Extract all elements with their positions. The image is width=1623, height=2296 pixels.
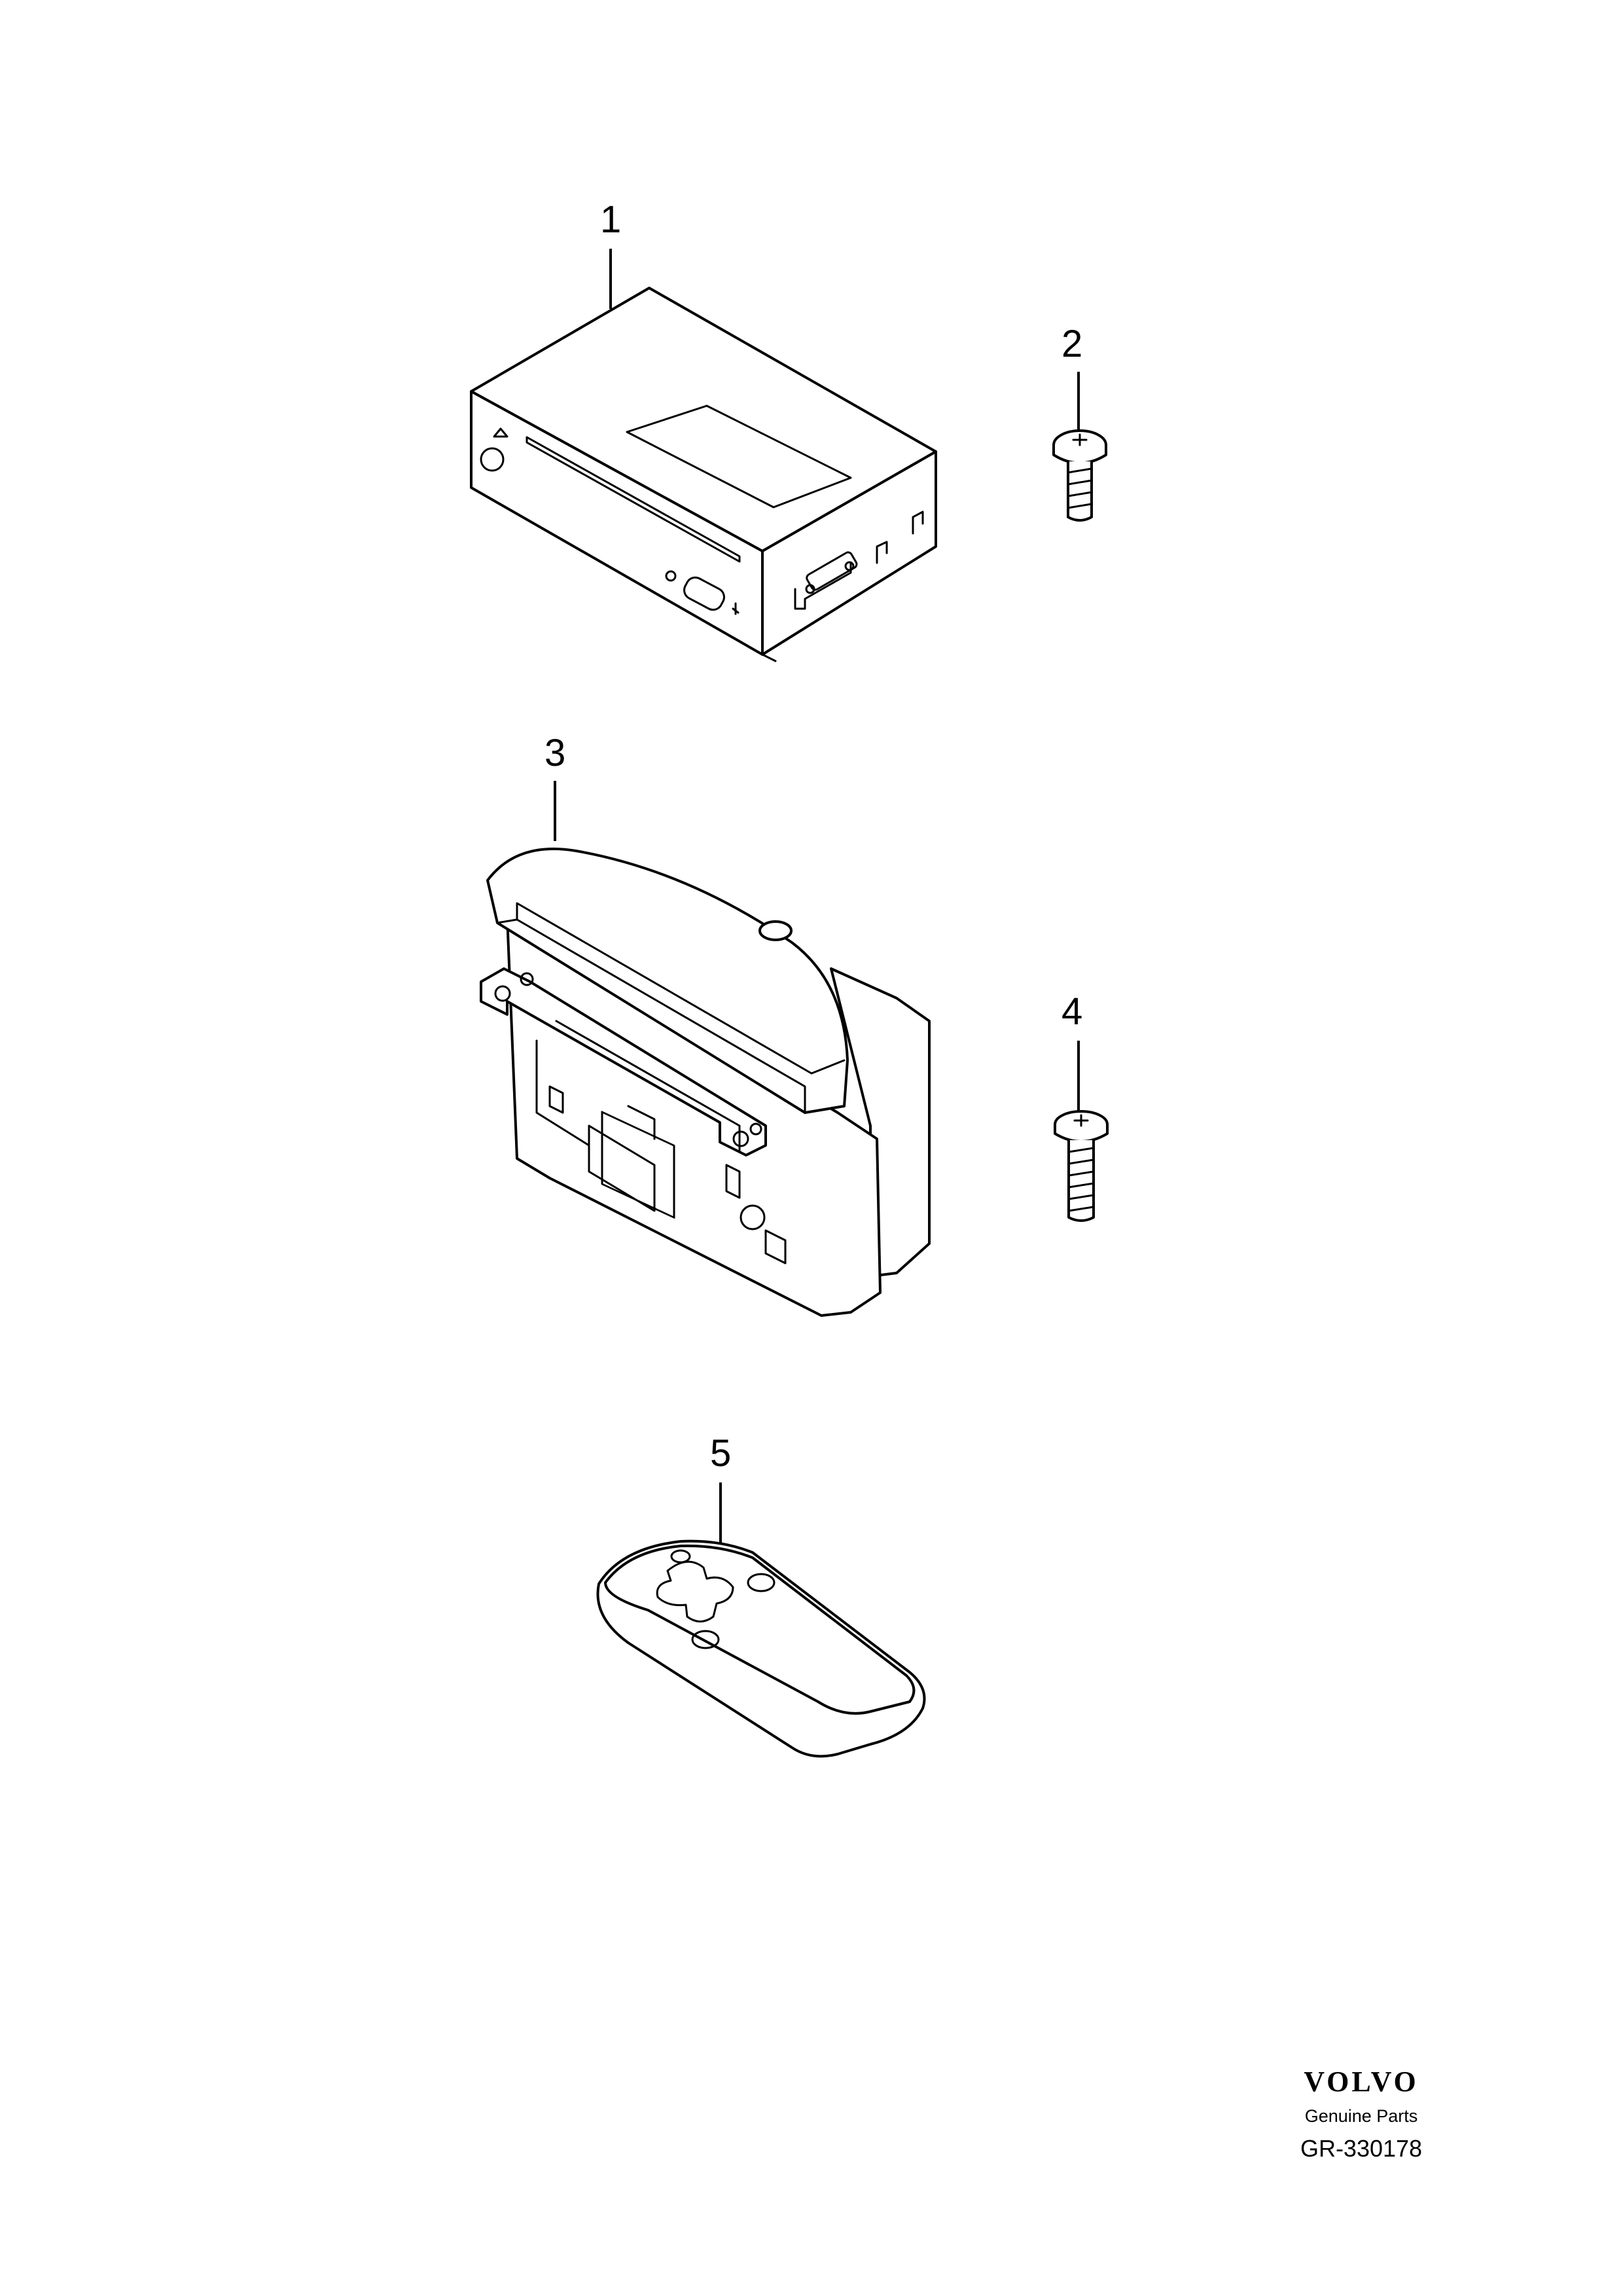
diagram-code: GR-330178 xyxy=(1300,2135,1423,2162)
brand-logo: VOLVO xyxy=(1304,2066,1419,2098)
screw-icon: 2 xyxy=(1052,323,1107,522)
callout-4: 4 xyxy=(1061,990,1082,1033)
display-screen-unit-icon: 3 xyxy=(480,732,931,1317)
callout-5: 5 xyxy=(710,1432,731,1475)
callout-3: 3 xyxy=(544,732,565,774)
dvd-player-unit-icon: 1 xyxy=(470,198,937,662)
brand-tagline: Genuine Parts xyxy=(1304,2106,1418,2126)
callout-1: 1 xyxy=(600,198,621,241)
remote-control-icon: 5 xyxy=(596,1432,926,1758)
screw-icon: 4 xyxy=(1054,990,1109,1222)
callout-2: 2 xyxy=(1061,323,1082,365)
